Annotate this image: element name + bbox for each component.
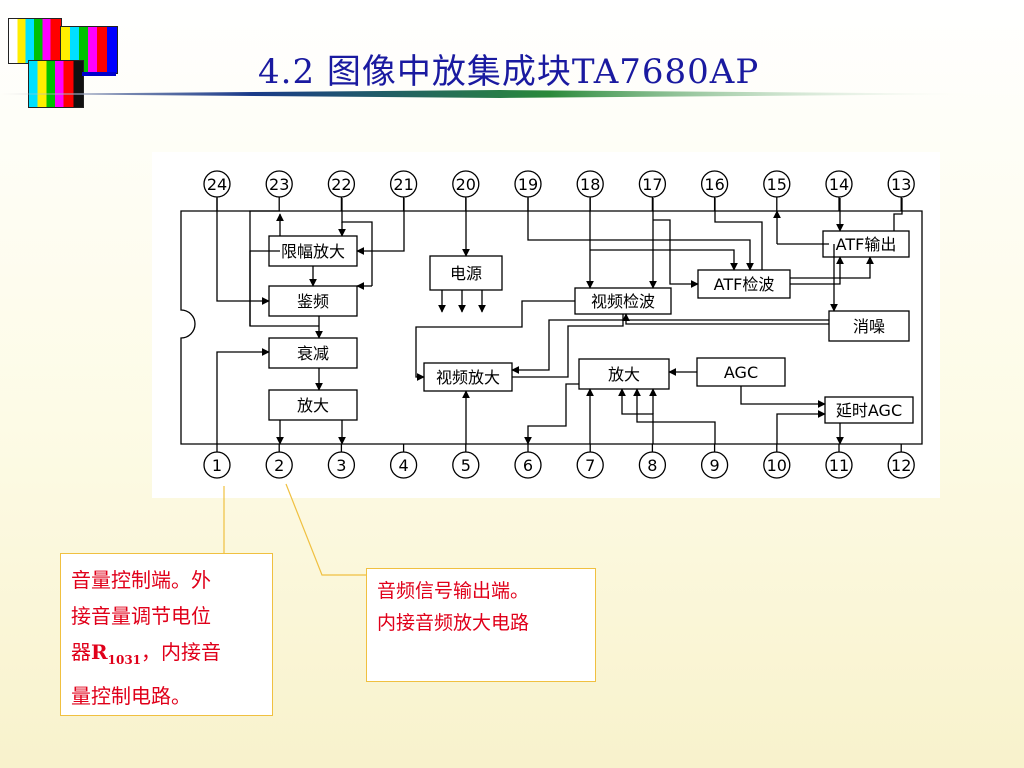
pin1-note-line: 音量控制端。外 — [71, 568, 211, 592]
pin-22-label: 22 — [331, 175, 351, 194]
pin-3-label: 3 — [336, 456, 346, 475]
top-pins: 24 23 22 21 20 19 18 17 16 15 14 13 — [203, 170, 915, 198]
pin-3-circle — [327, 451, 356, 479]
pin-22-circle — [327, 170, 356, 198]
pin-10-label: 10 — [767, 456, 787, 475]
color-bars-logo — [0, 0, 130, 110]
pin-1-circle — [203, 451, 231, 479]
pin2-note-line: 音频信号输出端。 — [377, 580, 530, 602]
pin-21-label: 21 — [393, 175, 413, 194]
pin-11-label: 11 — [829, 456, 849, 475]
pin-11-circle — [825, 451, 853, 479]
pin-7-label: 7 — [585, 456, 595, 475]
pin-9-label: 9 — [710, 456, 720, 475]
page-title: 4.2 图像中放集成块TA7680AP — [258, 52, 760, 92]
block-limiter-amp: 限幅放大 — [281, 242, 345, 261]
pin-15-label: 15 — [767, 175, 787, 194]
pin-7-circle — [576, 451, 604, 479]
block-discriminator: 鉴频 — [297, 292, 329, 311]
pin-4-label: 4 — [399, 456, 409, 475]
pin2-callout: 音频信号输出端。 内接音频放大电路 — [366, 568, 596, 682]
pin-23-label: 23 — [269, 175, 289, 194]
pin-23-circle — [265, 170, 293, 198]
pin-12-label: 12 — [891, 456, 911, 475]
pin-24-circle — [203, 170, 231, 198]
block-atf-output: ATF输出 — [836, 235, 897, 254]
pin-9-circle — [700, 451, 729, 479]
pin-16-label: 16 — [704, 175, 724, 194]
block-atf-detector: ATF检波 — [714, 275, 775, 294]
pin-15-circle — [763, 170, 791, 198]
block-agc: AGC — [724, 363, 758, 382]
pin-1-label: 1 — [212, 456, 222, 475]
pin1-note-line: 量控制电路。 — [71, 684, 191, 708]
pin-13-label: 13 — [891, 175, 911, 194]
pin-14-circle — [825, 170, 853, 198]
title-underline — [0, 90, 1000, 98]
pin-24-label: 24 — [207, 175, 227, 194]
resistor-label: R — [91, 640, 108, 664]
pin-8-label: 8 — [647, 456, 657, 475]
block-audio-amp: 放大 — [297, 396, 329, 415]
pin1-callout: 音量控制端。外 接音量调节电位 器R1031，内接音 量控制电路。 — [60, 553, 273, 716]
pin1-note-line: 器R1031，内接音 — [71, 640, 222, 667]
pin-2-label: 2 — [274, 456, 284, 475]
block-noise-cancel: 消噪 — [853, 317, 885, 336]
pin-8-circle — [638, 451, 667, 479]
resistor-subscript: 1031 — [107, 653, 142, 667]
block-if-amp: 放大 — [608, 365, 640, 384]
pin-19-circle — [514, 170, 542, 198]
pin-21-circle — [389, 170, 418, 198]
pin-13-circle — [887, 170, 915, 198]
pin-6-circle — [514, 451, 542, 479]
pin-20-label: 20 — [456, 175, 476, 194]
pin-10-circle — [763, 451, 791, 479]
pin-5-circle — [452, 451, 480, 479]
block-video-detector: 视频检波 — [591, 292, 655, 311]
pin-20-circle — [452, 170, 480, 198]
pin-18-circle — [576, 170, 604, 198]
pin1-note-line: 接音量调节电位 — [71, 604, 211, 628]
block-power: 电源 — [450, 264, 482, 283]
pin-17-circle — [638, 170, 667, 198]
pin-5-label: 5 — [461, 456, 471, 475]
pin-17-label: 17 — [642, 175, 662, 194]
pin-12-circle — [887, 451, 915, 479]
pin-19-label: 19 — [518, 175, 538, 194]
pin-14-label: 14 — [829, 175, 849, 194]
pin-2-circle — [265, 451, 293, 479]
pin-6-label: 6 — [523, 456, 533, 475]
block-video-amp: 视频放大 — [436, 368, 500, 387]
pin-16-circle — [700, 170, 729, 198]
block-attenuator: 衰减 — [297, 344, 329, 363]
block-delay-agc: 延时AGC — [836, 401, 902, 420]
pin2-note-line: 内接音频放大电路 — [377, 612, 530, 634]
pin-4-circle — [389, 451, 418, 479]
pin-18-label: 18 — [580, 175, 600, 194]
